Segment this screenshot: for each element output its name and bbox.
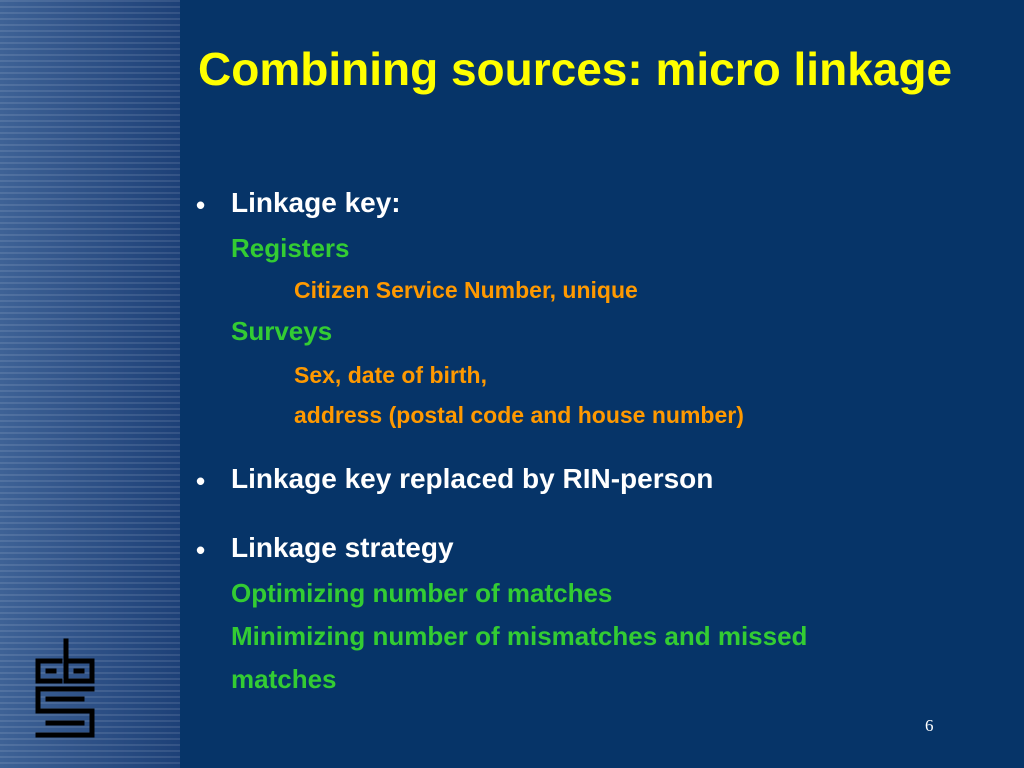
bullet-linkage-strategy: Linkage strategy [231, 532, 454, 563]
detail-sex-date-of-birth: Sex, date of birth, [294, 362, 487, 388]
page-number: 6 [925, 716, 934, 735]
detail-address: address (postal code and house number) [294, 402, 744, 428]
slide-title: Combining sources: micro linkage [198, 43, 953, 95]
subitem-minimizing-mismatches: Minimizing number of mismatches and miss… [231, 621, 808, 651]
bullet-linkage-key: Linkage key: [231, 187, 401, 218]
cbs-logo-icon [35, 638, 95, 738]
bullet-marker: • [196, 466, 206, 496]
subitem-registers: Registers [231, 233, 350, 263]
sidebar-decoration [0, 0, 180, 768]
bullet-marker: • [196, 535, 206, 565]
subitem-surveys: Surveys [231, 316, 333, 346]
subitem-matches: matches [231, 664, 337, 694]
detail-citizen-service-number: Citizen Service Number, unique [294, 277, 638, 303]
subitem-optimizing-matches: Optimizing number of matches [231, 578, 613, 608]
bullet-linkage-key-replaced: Linkage key replaced by RIN-person [231, 463, 714, 494]
bullet-marker: • [196, 190, 206, 220]
